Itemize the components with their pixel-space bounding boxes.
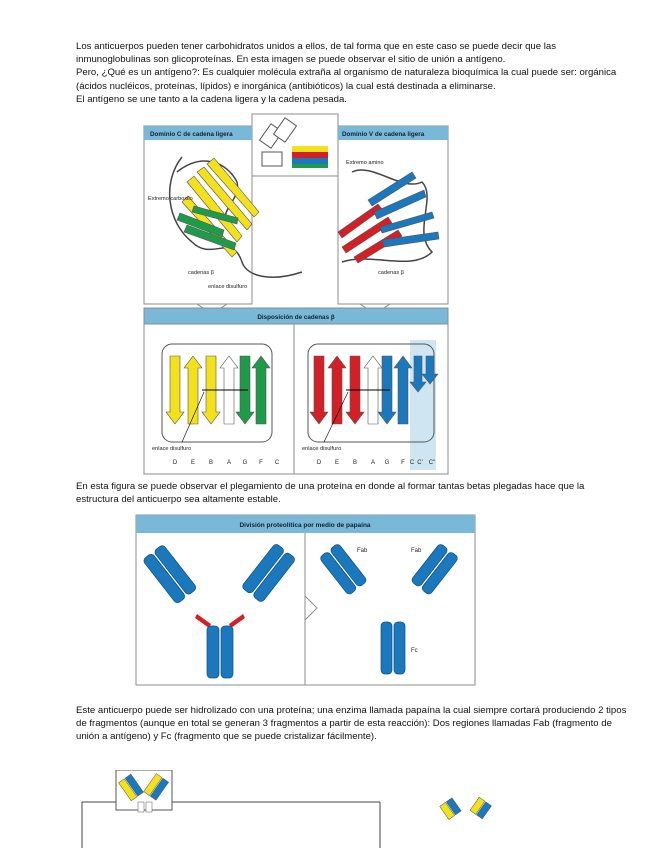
inset-antibody-icon — [258, 117, 328, 168]
papain-paragraph: Este anticuerpo puede ser hidrolizado co… — [76, 705, 627, 743]
left-ribbon-structure — [169, 156, 303, 278]
lower-left-panel — [143, 323, 295, 475]
label-fc: Fc — [411, 648, 418, 654]
lower-left-strands — [161, 343, 273, 443]
fab-fragment-right — [411, 544, 458, 595]
papain-arrow — [304, 594, 318, 622]
strand-letter: A — [371, 460, 375, 466]
folding-paragraph: En esta figura se puede observar el pleg… — [76, 481, 585, 506]
partial-bottom-figure — [81, 770, 492, 848]
label-extremo-amino: Extremo amino — [346, 160, 384, 166]
strand-letter: C — [275, 460, 280, 466]
strand-letter: E — [191, 460, 195, 466]
strand-letter: G — [243, 460, 248, 466]
strand-letter: D — [173, 460, 178, 466]
strand-letter: G — [385, 460, 390, 466]
strand-letter: F — [259, 460, 263, 466]
papain-header-bar — [136, 515, 475, 533]
intact-antibody — [143, 544, 295, 679]
right-header-bar — [338, 126, 448, 140]
label-fab-right: Fab — [411, 548, 422, 554]
left-header-title: Dominio C de cadena ligera — [150, 131, 233, 138]
intro-sentence-3: El antígeno se une tanto a la cadena lig… — [76, 93, 347, 105]
label-cadenas-beta-left: cadenas β — [188, 270, 214, 276]
strand-letter: E — [335, 460, 339, 466]
strand-letter: B — [353, 460, 357, 466]
papain-title: División proteolítica por medio de papaí… — [239, 522, 370, 529]
strand-letter: F — [401, 460, 405, 466]
partial-antibody-icon — [118, 773, 169, 813]
papain-division-figure: División proteolítica por medio de papaí… — [135, 514, 476, 686]
intro-sentence-1: Los anticuerpos pueden tener carbohidrat… — [76, 41, 557, 66]
fab-fragment-left — [320, 544, 367, 595]
strand-letter: C' — [417, 460, 422, 466]
disposicion-title: Disposición de cadenas β — [257, 314, 334, 321]
fc-fragment — [380, 621, 406, 675]
right-header-title: Dominio V de cadena ligera — [342, 131, 425, 138]
label-extremo-carboxilo: Extremo carboxilo — [148, 196, 193, 202]
strand-letter: C'' — [429, 460, 436, 466]
strand-letter: C — [410, 460, 415, 466]
lower-right-strands — [307, 343, 439, 443]
partial-fragments-icon — [439, 796, 492, 820]
beta-sheet-figure: Dominio C de cadena ligera Dominio V de … — [143, 113, 449, 475]
strand-letter: D — [317, 460, 322, 466]
label-cadenas-beta-right: cadenas β — [378, 270, 404, 276]
intro-paragraph: Los anticuerpos pueden tener carbohidrat… — [76, 40, 628, 106]
intro-sentence-2: Pero, ¿Qué es un antígeno?: Es cualquier… — [76, 67, 617, 92]
strand-letter: B — [209, 460, 213, 466]
label-enlace-disulfuro-left: enlace disulfuro — [152, 446, 191, 452]
strand-letter: A — [227, 460, 231, 466]
right-ribbon-structure — [337, 169, 440, 264]
label-enlace-disulfuro-right: enlace disulfuro — [302, 446, 341, 452]
label-enlace-disulfuro-top: enlace disulfuro — [208, 284, 247, 290]
label-fab-left: Fab — [357, 548, 368, 554]
left-header-bar — [144, 126, 252, 140]
